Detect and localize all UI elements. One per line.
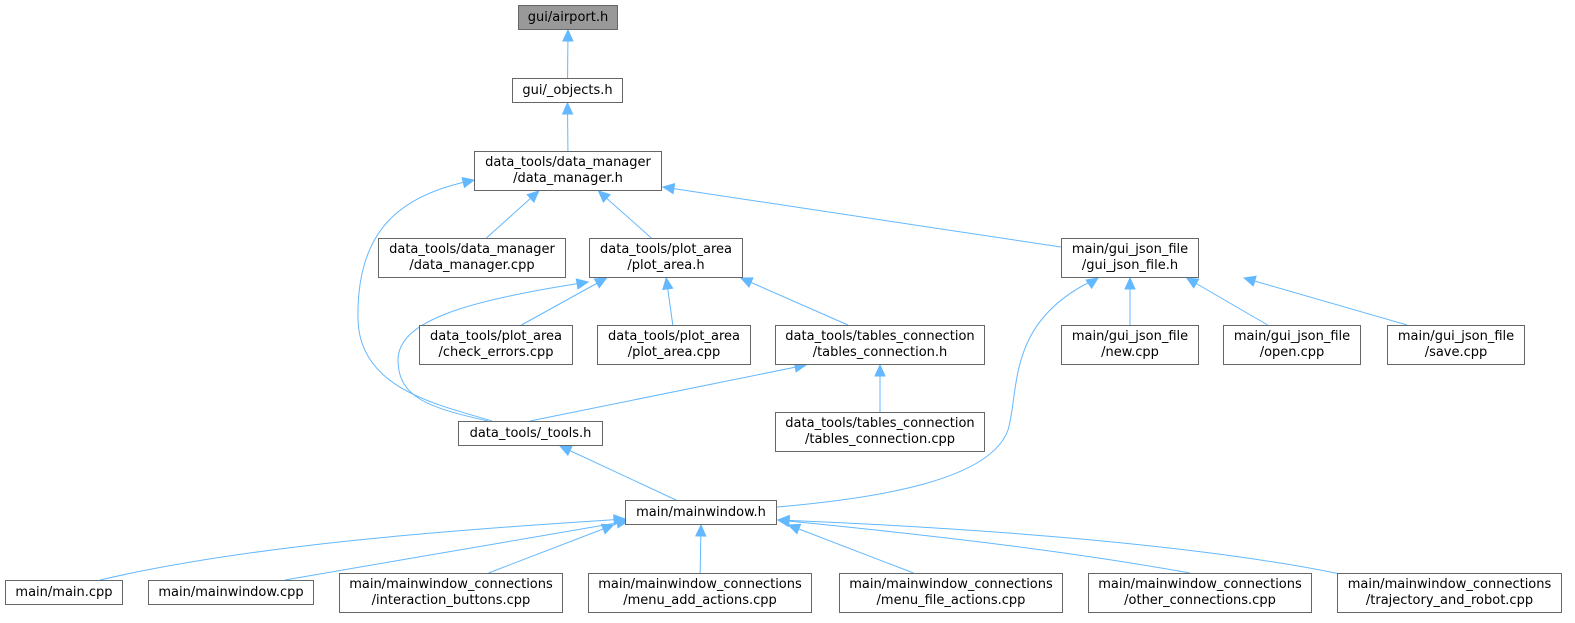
edge-arrowhead bbox=[1085, 277, 1100, 290]
dependency-edge bbox=[488, 524, 614, 574]
node-label: main/mainwindow.h bbox=[636, 504, 766, 520]
dependency-edge bbox=[1243, 277, 1408, 326]
edge-arrowhead bbox=[597, 190, 611, 203]
dependency-edge bbox=[776, 277, 1099, 508]
dependency-edge bbox=[1186, 277, 1268, 326]
dependency-edge bbox=[284, 520, 629, 581]
node-label: main/main.cpp bbox=[15, 584, 113, 600]
node-menu-file-actions-cpp[interactable]: main/mainwindow_connections /menu_file_a… bbox=[839, 573, 1063, 613]
edge-arrowhead bbox=[575, 278, 590, 290]
node-tools-h[interactable]: data_tools/_tools.h bbox=[458, 421, 603, 446]
node-tables-connection-cpp[interactable]: data_tools/tables_connection /tables_con… bbox=[775, 412, 985, 452]
node-label: main/gui_json_file /save.cpp bbox=[1397, 329, 1515, 360]
edge-arrowhead bbox=[874, 363, 886, 377]
node-new-cpp[interactable]: main/gui_json_file /new.cpp bbox=[1061, 325, 1199, 365]
edge-arrowhead bbox=[562, 28, 574, 42]
node-mainwindow-cpp[interactable]: main/mainwindow.cpp bbox=[148, 580, 314, 605]
dependency-edge bbox=[486, 190, 540, 239]
node-main-cpp[interactable]: main/main.cpp bbox=[5, 580, 123, 605]
node-label: data_tools/plot_area /plot_area.h bbox=[600, 242, 732, 273]
edge-arrowhead bbox=[1185, 277, 1200, 289]
dependency-edge bbox=[788, 524, 914, 574]
node-other-connections-cpp[interactable]: main/mainwindow_connections /other_conne… bbox=[1088, 573, 1312, 613]
dependency-edge bbox=[777, 519, 1191, 574]
dependency-edge bbox=[559, 445, 677, 501]
node-label: main/mainwindow_connections /menu_add_ac… bbox=[598, 577, 802, 608]
node-save-cpp[interactable]: main/gui_json_file /save.cpp bbox=[1387, 325, 1525, 365]
edge-arrowhead bbox=[776, 514, 790, 527]
node-tables-connection-h[interactable]: data_tools/tables_connection /tables_con… bbox=[775, 325, 985, 365]
node-label: data_tools/data_manager /data_manager.cp… bbox=[389, 242, 555, 273]
node-label: main/mainwindow_connections /menu_file_a… bbox=[849, 577, 1053, 608]
node-plot-area-h[interactable]: data_tools/plot_area /plot_area.h bbox=[589, 238, 743, 278]
edge-arrowhead bbox=[561, 101, 574, 115]
node-open-cpp[interactable]: main/gui_json_file /open.cpp bbox=[1223, 325, 1361, 365]
dependency-edge bbox=[357, 179, 493, 422]
dependency-edge bbox=[777, 519, 1341, 575]
edge-arrowhead bbox=[695, 523, 707, 537]
node-label: main/mainwindow.cpp bbox=[158, 584, 304, 600]
edge-arrowhead bbox=[662, 276, 674, 291]
node-label: main/mainwindow_connections /trajectory_… bbox=[1347, 577, 1552, 608]
node-mainwindow-h[interactable]: main/mainwindow.h bbox=[625, 500, 777, 525]
edge-arrowhead bbox=[526, 190, 540, 203]
dependency-edge bbox=[740, 277, 849, 326]
node-label: data_tools/plot_area /check_errors.cpp bbox=[430, 329, 562, 360]
edge-arrowhead bbox=[558, 445, 573, 457]
node-label: data_tools/plot_area /plot_area.cpp bbox=[608, 329, 740, 360]
node-trajectory-and-robot-cpp[interactable]: main/mainwindow_connections /trajectory_… bbox=[1337, 573, 1562, 613]
dependency-edge bbox=[397, 281, 589, 422]
edge-arrowhead bbox=[661, 183, 676, 195]
node-label: data_tools/tables_connection /tables_con… bbox=[785, 416, 975, 447]
dependency-edge bbox=[529, 364, 807, 422]
edge-arrowhead bbox=[593, 277, 608, 289]
edge-arrowhead bbox=[461, 177, 476, 189]
dependency-edge bbox=[99, 518, 626, 581]
edge-arrowhead bbox=[787, 523, 802, 535]
node-gui-json-file-h[interactable]: main/gui_json_file /gui_json_file.h bbox=[1061, 238, 1199, 278]
dependency-edge bbox=[521, 277, 607, 326]
node-label: data_tools/tables_connection /tables_con… bbox=[785, 329, 975, 360]
edge-arrowhead bbox=[600, 523, 615, 535]
dependency-edge bbox=[598, 190, 652, 239]
node-interaction-buttons-cpp[interactable]: main/mainwindow_connections /interaction… bbox=[339, 573, 563, 613]
node-plot-area-cpp[interactable]: data_tools/plot_area /plot_area.cpp bbox=[597, 325, 751, 365]
node-gui-airport-h[interactable]: gui/airport.h bbox=[518, 5, 618, 30]
node-check-errors-cpp[interactable]: data_tools/plot_area /check_errors.cpp bbox=[419, 325, 573, 365]
node-label: gui/airport.h bbox=[527, 9, 609, 25]
dependency-edge bbox=[662, 186, 1062, 248]
edge-arrowhead bbox=[1124, 276, 1136, 290]
node-menu-add-actions-cpp[interactable]: main/mainwindow_connections /menu_add_ac… bbox=[588, 573, 812, 613]
node-data-manager-cpp[interactable]: data_tools/data_manager /data_manager.cp… bbox=[378, 238, 566, 278]
node-label: main/gui_json_file /gui_json_file.h bbox=[1071, 242, 1189, 273]
edge-arrowhead bbox=[739, 277, 754, 288]
edge-arrowhead bbox=[1242, 275, 1257, 287]
node-data-manager-h[interactable]: data_tools/data_manager /data_manager.h bbox=[474, 151, 662, 191]
node-label: main/mainwindow_connections /other_conne… bbox=[1098, 577, 1302, 608]
node-label: gui/_objects.h bbox=[522, 82, 613, 98]
node-gui-objects-h[interactable]: gui/_objects.h bbox=[512, 78, 623, 103]
node-label: data_tools/_tools.h bbox=[469, 425, 592, 441]
node-label: main/gui_json_file /open.cpp bbox=[1233, 329, 1351, 360]
node-label: main/gui_json_file /new.cpp bbox=[1071, 329, 1189, 360]
node-label: main/mainwindow_connections /interaction… bbox=[349, 577, 553, 608]
node-label: data_tools/data_manager /data_manager.h bbox=[485, 155, 651, 186]
